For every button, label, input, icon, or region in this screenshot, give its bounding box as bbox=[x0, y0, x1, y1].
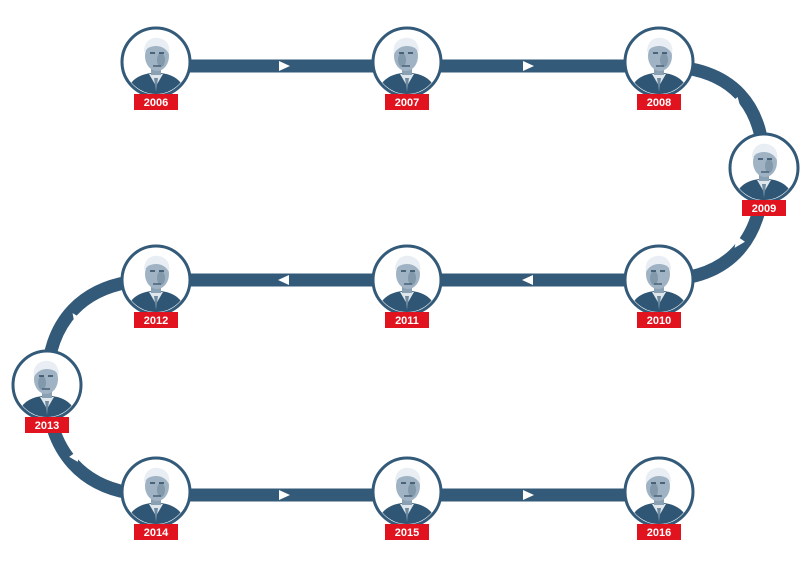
year-label: 2013 bbox=[35, 420, 59, 432]
year-label-bg bbox=[637, 524, 681, 540]
portrait-icon bbox=[377, 467, 437, 524]
year-label: 2007 bbox=[395, 97, 419, 109]
portrait-icon bbox=[629, 255, 689, 312]
direction-arrow-icon bbox=[523, 490, 534, 500]
direction-arrows bbox=[69, 61, 745, 500]
timeline-node-2015: 2015 bbox=[371, 456, 443, 540]
timeline-node-2006: 2006 bbox=[120, 26, 192, 110]
year-label-bg bbox=[385, 312, 429, 328]
year-label: 2014 bbox=[144, 527, 169, 539]
timeline-node-2010: 2010 bbox=[623, 244, 695, 328]
year-label: 2011 bbox=[395, 315, 419, 327]
portrait-icon bbox=[629, 37, 689, 94]
timeline-nodes: 2006 2007 2008 2009 2010 2011 2012 2013 2014 2015… bbox=[11, 26, 800, 540]
year-label: 2009 bbox=[752, 203, 776, 215]
timeline-node-2016: 2016 bbox=[623, 456, 695, 540]
year-label-bg bbox=[385, 94, 429, 110]
direction-arrow-icon bbox=[729, 96, 741, 109]
year-label: 2012 bbox=[144, 315, 168, 327]
timeline-node-2009: 2009 bbox=[728, 132, 800, 216]
year-label-bg bbox=[134, 312, 178, 328]
year-label-bg bbox=[25, 417, 69, 433]
year-label-bg bbox=[742, 200, 786, 216]
year-label: 2008 bbox=[647, 97, 671, 109]
portrait-icon bbox=[629, 467, 689, 524]
portrait-icon bbox=[17, 360, 77, 417]
year-label-bg bbox=[385, 524, 429, 540]
timeline-node-2008: 2008 bbox=[623, 26, 695, 110]
direction-arrow-icon bbox=[279, 490, 290, 500]
year-label: 2016 bbox=[647, 527, 671, 539]
year-label: 2010 bbox=[647, 315, 671, 327]
direction-arrow-icon bbox=[734, 236, 745, 248]
portrait-icon bbox=[126, 467, 186, 524]
portrait-icon bbox=[126, 37, 186, 94]
direction-arrow-icon bbox=[279, 61, 290, 71]
portrait-icon bbox=[377, 255, 437, 312]
timeline-node-2013: 2013 bbox=[11, 349, 83, 433]
year-label-bg bbox=[637, 312, 681, 328]
year-label-bg bbox=[637, 94, 681, 110]
direction-arrow-icon bbox=[278, 275, 289, 285]
timeline-node-2007: 2007 bbox=[371, 26, 443, 110]
year-label-bg bbox=[134, 524, 178, 540]
timeline-node-2011: 2011 bbox=[371, 244, 443, 328]
timeline-node-2014: 2014 bbox=[120, 456, 192, 540]
direction-arrow-icon bbox=[523, 61, 534, 71]
portrait-icon bbox=[377, 37, 437, 94]
direction-arrow-icon bbox=[522, 275, 533, 285]
portrait-icon bbox=[126, 255, 186, 312]
timeline-node-2012: 2012 bbox=[120, 244, 192, 328]
direction-arrow-icon bbox=[69, 449, 79, 462]
year-label: 2015 bbox=[395, 527, 419, 539]
year-label: 2006 bbox=[144, 97, 168, 109]
direction-arrow-icon bbox=[72, 313, 83, 325]
portrait-icon bbox=[734, 143, 794, 200]
year-label-bg bbox=[134, 94, 178, 110]
